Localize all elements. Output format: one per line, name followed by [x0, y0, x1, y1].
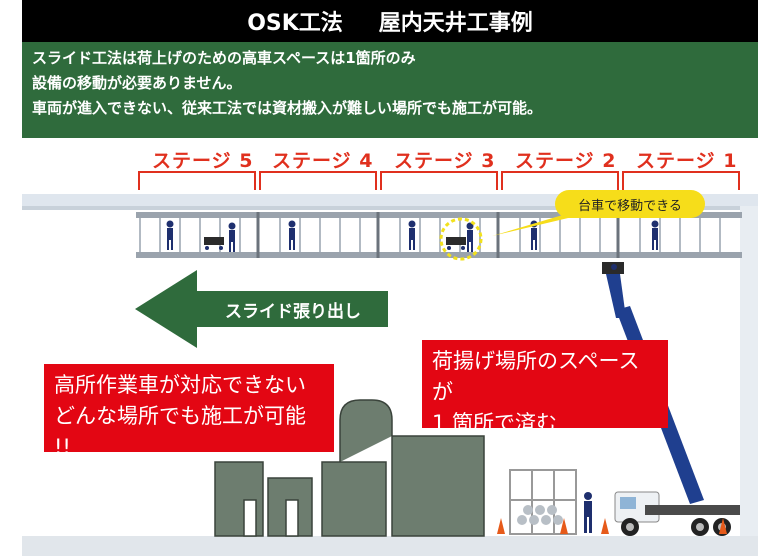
title-left: OSK工法: [247, 11, 343, 36]
right-highlight-box: 荷揚げ場所のスペースが 1 箇所で済む: [422, 340, 668, 435]
description-line: 車両が進入できない、従来工法では資材搬入が難しい場所でも施工が可能。: [32, 99, 543, 117]
description-line: スライド工法は荷上げのための高車スペースは1箇所のみ: [32, 49, 416, 67]
title-right: 屋内天井工事例: [378, 11, 533, 36]
right-wall: [740, 206, 758, 556]
description-panel: スライド工法は荷上げのための高車スペースは1箇所のみ 設備の移動が必要ありません…: [22, 42, 758, 138]
left-box-line: どんな場所でも施工が可能 !!: [54, 404, 306, 459]
stage-brackets: [138, 171, 740, 190]
left-highlight-box: 高所作業車が対応できない どんな場所でも施工が可能 !!: [44, 364, 334, 459]
description-line: 設備の移動が必要ありません。: [32, 74, 242, 92]
cart-callout: 台車で移動できる: [555, 190, 705, 218]
left-box-line: 高所作業車が対応できない: [54, 373, 306, 397]
traffic-cone-icon: [497, 518, 727, 534]
stage-label-4: ステージ 4: [272, 150, 374, 172]
ground-worker: [584, 492, 592, 533]
material-bundles: [517, 505, 563, 525]
callout-pointer: [492, 214, 585, 236]
floor: [22, 536, 758, 556]
stage-label-2: ステージ 2: [515, 150, 617, 172]
factory-equipment: [214, 399, 485, 537]
cart-icon: [204, 237, 466, 250]
slide-arrow-label: スライド張り出し: [225, 301, 361, 322]
right-box-line: 荷揚げ場所のスペースが: [432, 349, 640, 404]
stage-label-5: ステージ 5: [152, 150, 254, 172]
right-box-line: 1 箇所で済む: [432, 411, 558, 435]
slide-arrow: [135, 270, 388, 348]
stage-label-3: ステージ 3: [394, 150, 496, 172]
workers-on-scaffold: [166, 220, 659, 252]
page-title: OSK工法 屋内天井工事例: [22, 0, 758, 42]
highlight-circle: [439, 217, 483, 261]
stage-label-1: ステージ 1: [636, 150, 738, 172]
